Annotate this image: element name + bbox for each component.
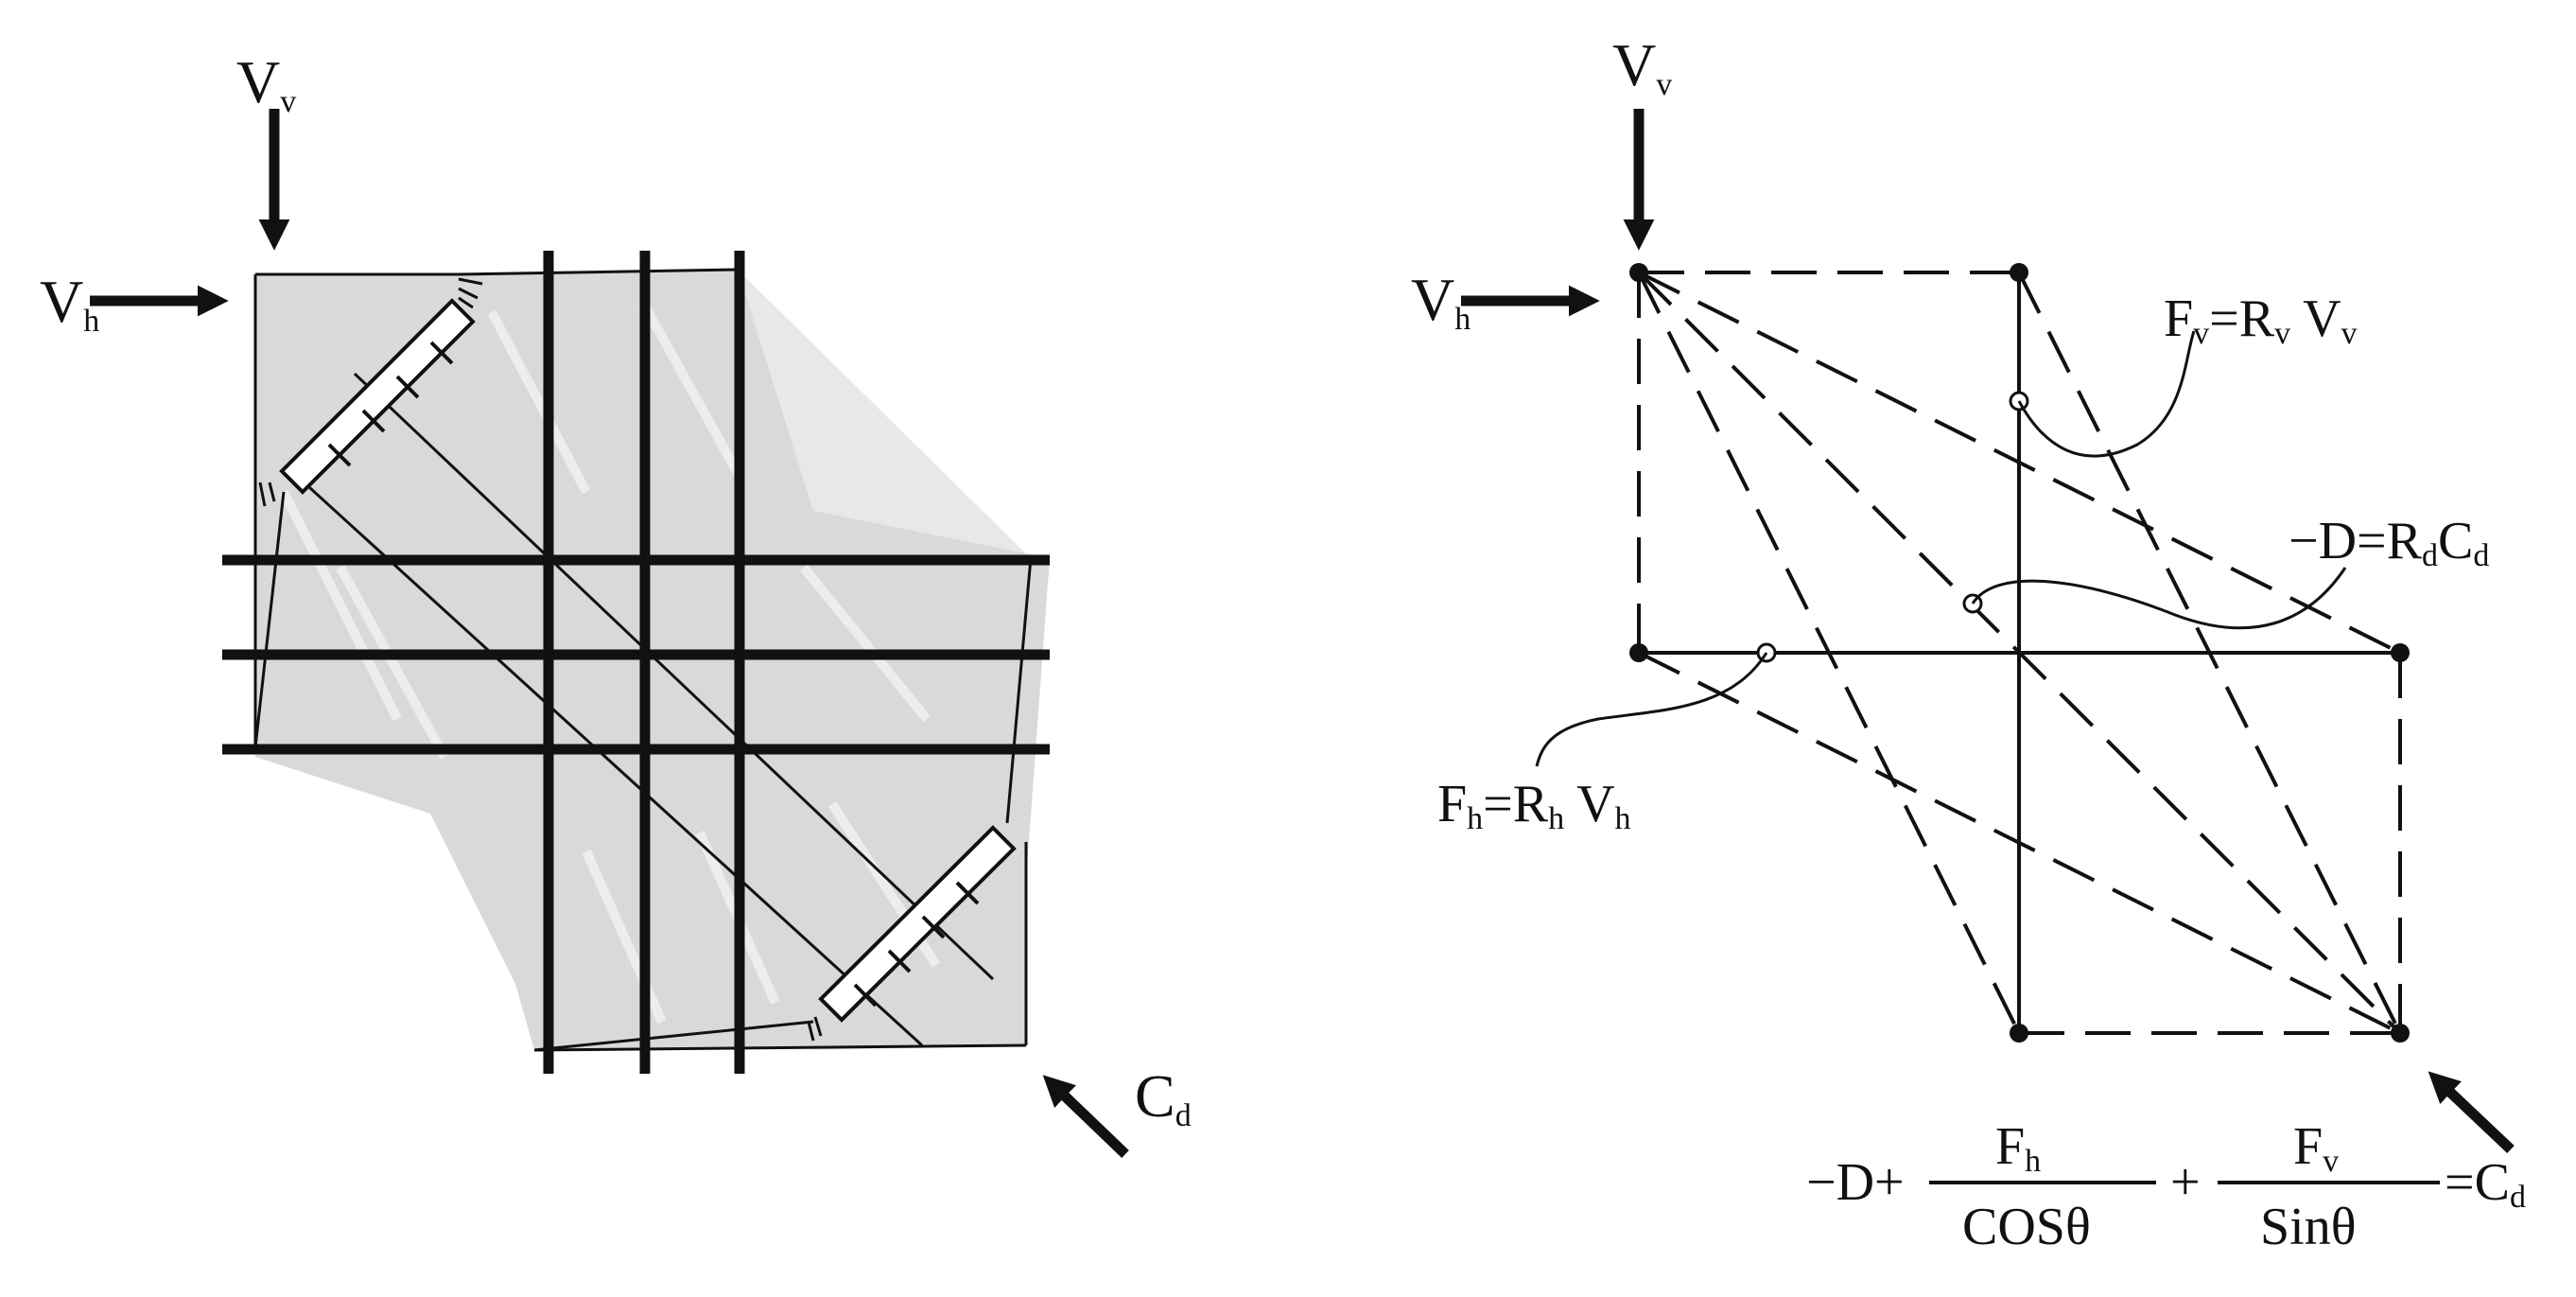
right-vh-label: Vh xyxy=(1411,266,1471,337)
vertical-rebars xyxy=(543,251,745,1074)
eq-den2: Sinθ xyxy=(2260,1198,2357,1256)
eq-plus: + xyxy=(2170,1153,2201,1212)
joint-outline xyxy=(253,268,1033,1052)
dashed-struts xyxy=(1637,271,2402,1035)
eq-den1: COSθ xyxy=(1962,1198,2091,1256)
right-truss-model: Vv Vh Fv=Rv Vv −D=RdCd Fh=Rh Vh −D+ Fh C… xyxy=(1411,31,2526,1256)
fv-equation-label: Fv=Rv Vv xyxy=(2164,289,2358,351)
leader-lines xyxy=(1535,330,2347,767)
truss-nodes xyxy=(1629,263,2410,1043)
horizontal-rebars xyxy=(222,554,1050,755)
left-vh-label: Vh xyxy=(40,268,99,339)
fh-equation-label: Fh=Rh Vh xyxy=(1437,775,1631,836)
eq-num2: Fv xyxy=(2293,1117,2339,1179)
eq-tail: =Cd xyxy=(2445,1153,2526,1215)
right-cd-arrow xyxy=(2428,1071,2515,1153)
left-joint-model: Vv Vh Cd xyxy=(40,48,1192,1158)
upper-bearing-plate xyxy=(279,298,476,495)
left-cd-arrow xyxy=(1042,1075,1129,1158)
eq-num1: Fh xyxy=(1995,1117,2041,1179)
fan-ticks xyxy=(258,277,823,1042)
equilibrium-equation: −D+ Fh COSθ + Fv Sinθ =Cd xyxy=(1806,1117,2526,1256)
lower-bearing-plate xyxy=(818,825,1017,1023)
left-vv-label: Vv xyxy=(236,48,296,119)
right-vv-label: Vv xyxy=(1612,31,1672,102)
d-equation-label: −D=RdCd xyxy=(2289,512,2489,573)
eq-lead: −D+ xyxy=(1806,1153,1905,1212)
left-cd-label: Cd xyxy=(1135,1062,1192,1133)
